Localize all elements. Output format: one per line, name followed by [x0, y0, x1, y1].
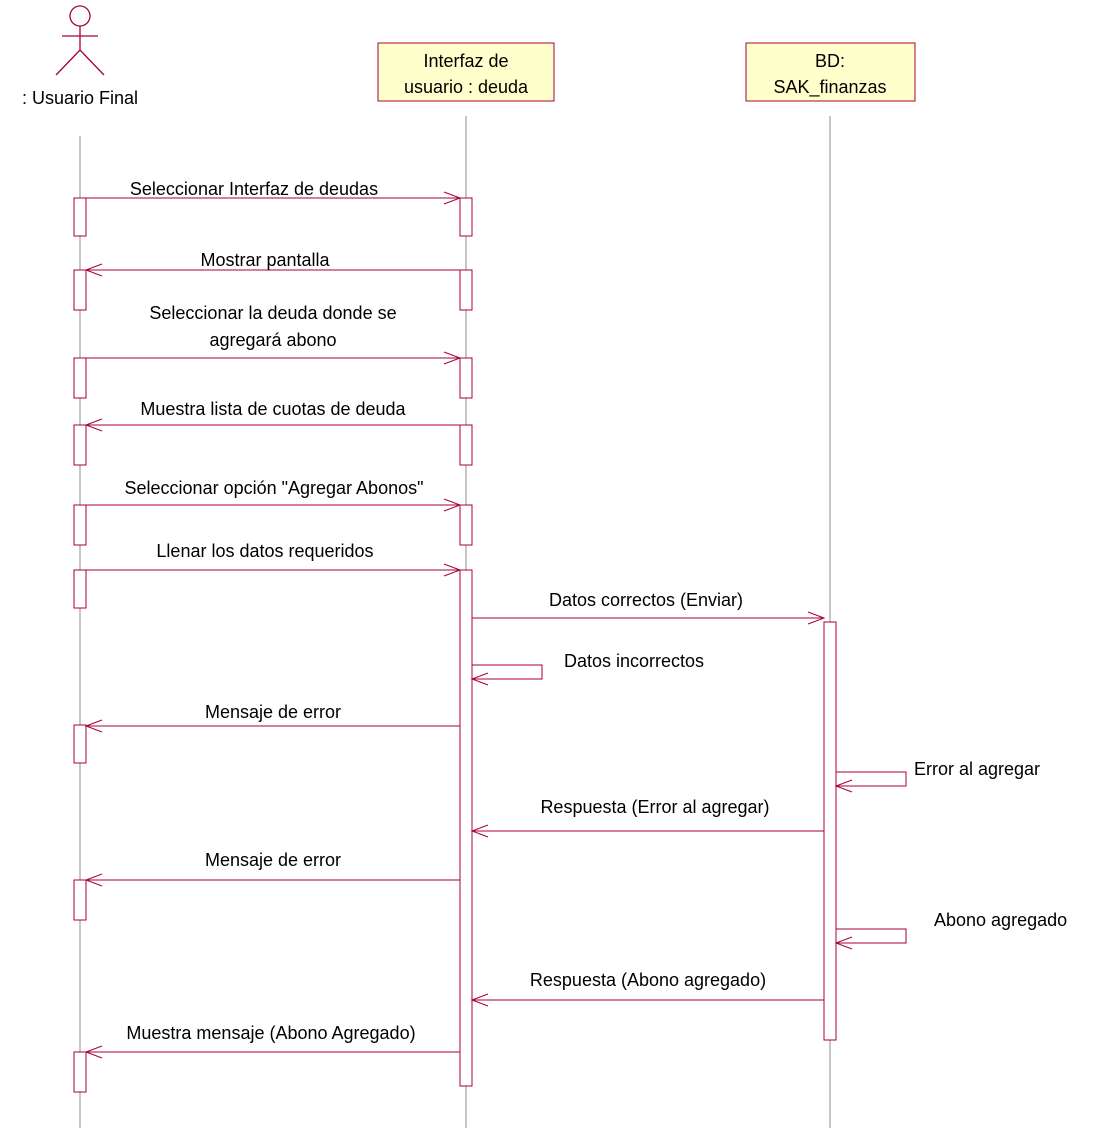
- svg-text:Respuesta (Abono agregado): Respuesta (Abono agregado): [530, 970, 766, 990]
- participant-label-line1: BD:: [815, 51, 845, 71]
- participant-box: [745, 42, 916, 102]
- message-mostrar-pantalla: Mostrar pantalla: [84, 250, 460, 277]
- svg-text:agregará abono: agregará abono: [209, 330, 336, 350]
- message-seleccionar-deuda: Seleccionar la deuda donde se agregará a…: [86, 303, 462, 365]
- svg-text:Mensaje de error: Mensaje de error: [205, 850, 341, 870]
- message-mensaje-de-error: Mensaje de error: [84, 702, 460, 733]
- svg-text:Seleccionar opción "Agregar Ab: Seleccionar opción "Agregar Abonos": [125, 478, 424, 498]
- svg-text:Llenar los datos requeridos: Llenar los datos requeridos: [156, 541, 373, 561]
- svg-text:Muestra mensaje (Abono Agregad: Muestra mensaje (Abono Agregado): [126, 1023, 415, 1043]
- participant-label-line2: usuario : deuda: [404, 77, 529, 97]
- svg-text:Muestra lista de cuotas de deu: Muestra lista de cuotas de deuda: [140, 399, 406, 419]
- activation-bar: [73, 197, 87, 237]
- activation-bar: [73, 269, 87, 311]
- activation-bar: [73, 569, 87, 609]
- participant-box: [377, 42, 555, 102]
- activation-bar: [459, 357, 473, 399]
- svg-text:Mostrar pantalla: Mostrar pantalla: [200, 250, 330, 270]
- svg-text:Seleccionar la deuda donde se: Seleccionar la deuda donde se: [149, 303, 396, 323]
- svg-text:Mensaje de error: Mensaje de error: [205, 702, 341, 722]
- stick-figure-icon: [55, 5, 105, 76]
- participant-interfaz-usuario: Interfaz de usuario : deuda: [377, 42, 555, 102]
- activation-bar: [73, 424, 87, 466]
- svg-text:Datos incorrectos: Datos incorrectos: [564, 651, 704, 671]
- message-datos-incorrectos: Datos incorrectos: [470, 651, 704, 686]
- message-llenar-datos: Llenar los datos requeridos: [86, 541, 462, 577]
- activation-bar: [459, 424, 473, 466]
- message-muestra-mensaje-abono: Muestra mensaje (Abono Agregado): [84, 1023, 460, 1059]
- activation-bar: [459, 197, 473, 237]
- message-muestra-lista-cuotas: Muestra lista de cuotas de deuda: [84, 399, 460, 432]
- activation-bar: [459, 269, 473, 311]
- activation-bar: [459, 504, 473, 546]
- participant-label-line2: SAK_finanzas: [773, 77, 886, 98]
- svg-text:Abono agregado: Abono agregado: [934, 910, 1067, 930]
- activation-bar: [73, 504, 87, 546]
- message-error-al-agregar: Error al agregar: [834, 759, 1040, 793]
- participant-bd-sak-finanzas: BD: SAK_finanzas: [745, 42, 916, 102]
- svg-text:Seleccionar Interfaz de deudas: Seleccionar Interfaz de deudas: [130, 179, 378, 199]
- actor-usuario-final: : Usuario Final: [22, 5, 138, 108]
- activation-bar: [73, 1051, 87, 1093]
- message-abono-agregado: Abono agregado: [834, 910, 1067, 950]
- actor-label: : Usuario Final: [22, 88, 138, 108]
- activation-bar: [823, 621, 837, 1041]
- message-seleccionar-interfaz: Seleccionar Interfaz de deudas: [86, 179, 462, 205]
- svg-text:Error al agregar: Error al agregar: [914, 759, 1040, 779]
- activation-bar: [73, 879, 87, 921]
- message-mensaje-de-error: Mensaje de error: [84, 850, 460, 887]
- activation-bar: [73, 724, 87, 764]
- message-datos-correctos: Datos correctos (Enviar): [472, 590, 826, 625]
- svg-text:Datos correctos (Enviar): Datos correctos (Enviar): [549, 590, 743, 610]
- message-seleccionar-opcion-agregar: Seleccionar opción "Agregar Abonos": [86, 478, 462, 512]
- svg-text:Respuesta (Error al agregar): Respuesta (Error al agregar): [540, 797, 769, 817]
- message-respuesta-error: Respuesta (Error al agregar): [470, 797, 824, 838]
- participant-label-line1: Interfaz de: [423, 51, 508, 71]
- activation-bar: [459, 569, 473, 1087]
- message-respuesta-abono: Respuesta (Abono agregado): [470, 970, 824, 1007]
- activation-bar: [73, 357, 87, 399]
